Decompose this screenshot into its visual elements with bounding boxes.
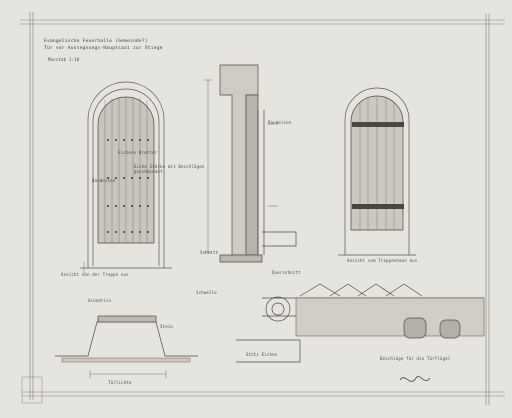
- section-note: Schnitt: [200, 250, 219, 255]
- door-note-c: geschmiedet: [134, 169, 163, 174]
- cross-section-label: Querschnitt: [272, 270, 301, 275]
- arched-door-left: [80, 81, 172, 274]
- door-note-a: Eichene Bretter: [118, 150, 158, 155]
- title-line-2: Tür vor Aussegnungs-Hauptsaal zur Stiege: [44, 46, 163, 51]
- view-label-right: Ansicht vom Treppenhaus aus: [347, 258, 418, 263]
- door-note-b: Eiche Stärke mit Beschlägen: [134, 164, 205, 169]
- scale-note: Masstab 1:10: [48, 57, 80, 62]
- arched-door-right: [338, 87, 416, 256]
- title-line-1: Evangelische Feuerhalle (Gemeinde?): [44, 39, 148, 44]
- plan-dim: Türlichte: [108, 380, 132, 385]
- signature-mark: [399, 376, 431, 382]
- wall-note: Bandeisen: [268, 120, 292, 125]
- detail-label-right: Beschläge für die Türflügel: [380, 356, 451, 361]
- archive-stamp: [21, 376, 43, 404]
- hinge-detail: [236, 283, 485, 363]
- wall-section: [204, 64, 297, 263]
- detail-label-left: Stütz Eichen: [246, 352, 278, 357]
- threshold-note: Schwelle: [196, 290, 217, 295]
- plan-note: Stein: [160, 324, 174, 329]
- sheet-border: [20, 12, 505, 405]
- threshold-plan: [55, 315, 198, 378]
- plan-label: Grundriss: [88, 298, 112, 303]
- door-note-d: Bandeisen: [92, 178, 116, 183]
- view-label-left: Ansicht von der Treppe aus: [61, 272, 129, 277]
